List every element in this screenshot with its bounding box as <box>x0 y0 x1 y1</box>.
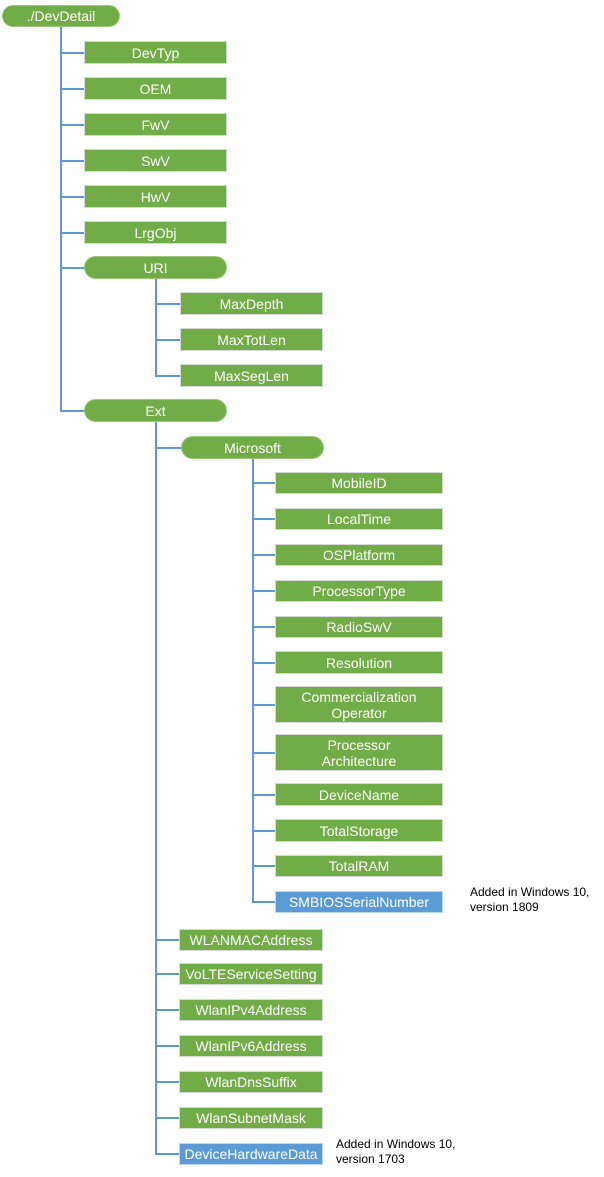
node-resolution: Resolution <box>275 651 443 674</box>
node-oem: OEM <box>84 77 227 100</box>
connector-stub-wlansubnetmask <box>155 1117 180 1119</box>
node-fwv: FwV <box>84 113 227 136</box>
connector-stub-voltesrvicesetting <box>155 973 180 975</box>
node-devicehardwaredata: DeviceHardwareData <box>179 1143 323 1165</box>
connector-stub-maxtotlen <box>155 339 181 341</box>
node-maxseglen: MaxSegLen <box>180 364 323 387</box>
connector-stub-osplatform <box>252 554 276 556</box>
node-processorarchitecture: Processor Architecture <box>275 734 443 771</box>
node-swv: SwV <box>84 149 227 172</box>
connector-trunk-microsoft <box>252 459 254 903</box>
connector-trunk-devdetail <box>60 27 62 412</box>
node-osplatform: OSPlatform <box>275 544 443 566</box>
connector-stub-commercializationoperator <box>252 704 276 706</box>
connector-stub-wlandnssuffix <box>155 1081 180 1083</box>
connector-stub-maxseglen <box>155 375 181 377</box>
connector-stub-swv <box>60 160 85 162</box>
node-maxdepth: MaxDepth <box>180 292 323 315</box>
node-totalram: TotalRAM <box>275 855 443 877</box>
connector-stub-microsoft <box>155 447 182 449</box>
node-microsoft: Microsoft <box>181 436 324 459</box>
connector-stub-hwv <box>60 196 85 198</box>
node-smbiosserialnumber: SMBIOSSerialNumber <box>275 891 443 913</box>
connector-stub-totalram <box>252 865 276 867</box>
connector-stub-wlanmacaddress <box>155 939 180 941</box>
node-wlandnssuffix: WlanDnsSuffix <box>179 1071 323 1093</box>
connector-stub-devicehardwaredata <box>155 1153 180 1155</box>
connector-stub-processorarchitecture <box>252 752 276 754</box>
connector-stub-radioswv <box>252 626 276 628</box>
connector-trunk-uri <box>155 279 157 377</box>
node-hwv: HwV <box>84 185 227 208</box>
node-voltesrvicesetting: VoLTEServiceSetting <box>179 963 323 985</box>
node-devtyp: DevTyp <box>84 41 227 64</box>
node-wlansubnetmask: WlanSubnetMask <box>179 1107 323 1129</box>
node-devicename: DeviceName <box>275 783 443 806</box>
node-maxtotlen: MaxTotLen <box>180 328 323 351</box>
node-uri: URI <box>84 256 227 279</box>
node-mobileid: MobileID <box>275 472 443 494</box>
connector-stub-fwv <box>60 124 85 126</box>
node-wlanipv4address: WlanIPv4Address <box>179 999 323 1021</box>
connector-stub-wlanipv6address <box>155 1045 180 1047</box>
node-wlanipv6address: WlanIPv6Address <box>179 1035 323 1057</box>
node-totalstorage: TotalStorage <box>275 819 443 842</box>
connector-stub-wlanipv4address <box>155 1009 180 1011</box>
annotation-note-1703: Added in Windows 10, version 1703 <box>336 1137 456 1166</box>
node-devdetail: ./DevDetail <box>2 5 120 27</box>
connector-stub-totalstorage <box>252 830 276 832</box>
connector-stub-smbiosserialnumber <box>252 901 276 903</box>
node-processortype: ProcessorType <box>275 580 443 602</box>
node-ext: Ext <box>84 399 227 422</box>
annotation-note-1809: Added in Windows 10, version 1809 <box>470 885 590 914</box>
node-wlanmacaddress: WLANMACAddress <box>179 929 323 951</box>
connector-stub-localtime <box>252 518 276 520</box>
node-localtime: LocalTime <box>275 508 443 530</box>
connector-stub-ext <box>60 410 85 412</box>
connector-stub-oem <box>60 88 85 90</box>
connector-stub-lrgobj <box>60 232 85 234</box>
connector-stub-devicename <box>252 794 276 796</box>
connector-stub-uri <box>60 267 85 269</box>
connector-stub-devtyp <box>60 52 85 54</box>
connector-trunk-ext <box>155 422 157 1155</box>
connector-stub-processortype <box>252 590 276 592</box>
connector-stub-mobileid <box>252 482 276 484</box>
node-radioswv: RadioSwV <box>275 616 443 638</box>
connector-stub-maxdepth <box>155 303 181 305</box>
node-lrgobj: LrgObj <box>84 221 227 244</box>
connector-stub-resolution <box>252 662 276 664</box>
node-commercializationoperator: Commercialization Operator <box>275 686 443 723</box>
